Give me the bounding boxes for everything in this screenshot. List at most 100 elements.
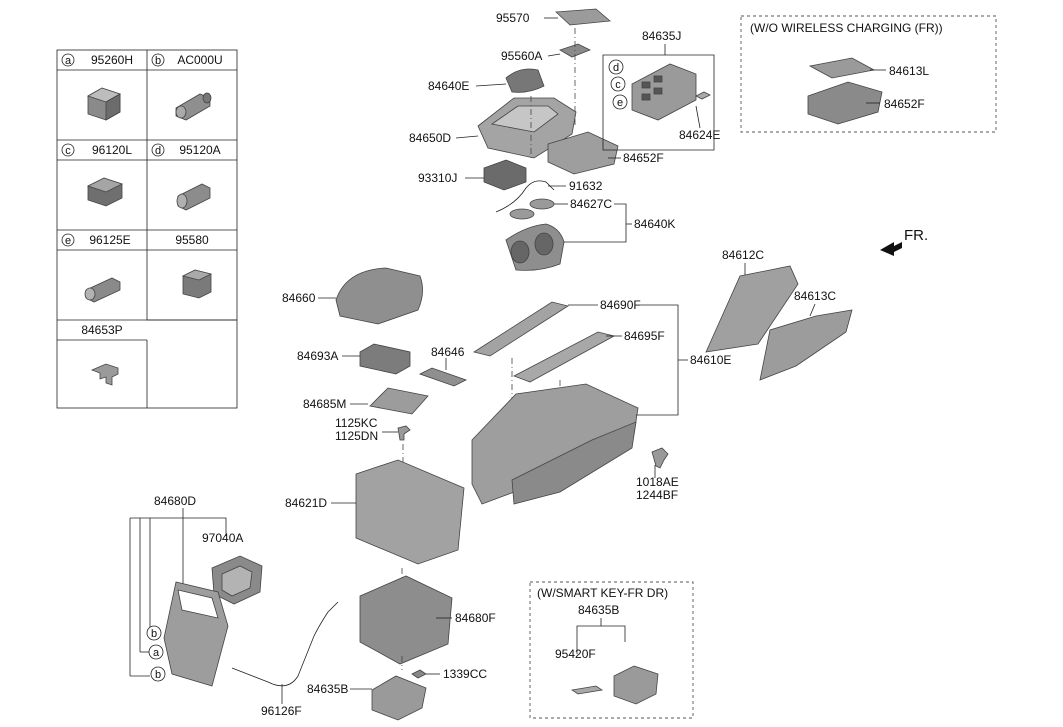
label-84612C: 84612C — [722, 248, 764, 262]
label-1018AE: 1018AE — [636, 475, 679, 489]
legend-letter-b: b — [155, 55, 161, 67]
part-84612C-shape — [705, 265, 799, 353]
part-84690F-shape — [473, 301, 569, 357]
panel-84635J-frame — [602, 54, 715, 151]
label-1244BF: 1244BF — [636, 488, 678, 502]
label-95420F: 95420F — [555, 647, 596, 661]
label-1339CC: 1339CC — [443, 667, 487, 681]
smartkey-box-title: (W/SMART KEY-FR DR) — [537, 586, 668, 600]
legend-letter-d: d — [155, 145, 161, 157]
label-84685M: 84685M — [303, 397, 346, 411]
legend-letter-c: c — [65, 145, 71, 157]
legend-marker-d — [151, 143, 165, 157]
wireless-box-frame — [740, 15, 997, 133]
legend-part-d-icon — [176, 183, 211, 211]
part-84627C-ring-right — [529, 198, 555, 210]
label-84650D: 84650D — [409, 131, 451, 145]
armrest-group: 84660 84693A 84646 84685M 1125KC 1125DN … — [282, 267, 496, 721]
label-84635B: 84635B — [307, 682, 348, 696]
top-assembly: 95570 95560A 84640E 84650D 84652F 93310J… — [409, 8, 675, 271]
label-84695F: 84695F — [624, 329, 665, 343]
label-84627C: 84627C — [570, 197, 612, 211]
wireless-charging-box: (W/O WIRELESS CHARGING (FR)) 84613L 8465… — [740, 15, 997, 133]
legend-table: a 95260H b AC000U c 96120L d 95120A — [56, 49, 238, 409]
part-1125KC-screw — [397, 425, 411, 441]
part-84646-shape — [418, 367, 468, 387]
label-84652F-alt: 84652F — [884, 97, 925, 111]
front-direction-indicator: FR. — [880, 227, 928, 256]
part-84685M-shape — [369, 387, 429, 415]
label-96126F: 96126F — [261, 704, 302, 718]
part-84652F-shape — [547, 131, 619, 175]
legend-letter-e: e — [65, 235, 71, 247]
legend-part-a-icon — [87, 87, 121, 121]
label-1125DN: 1125DN — [335, 429, 378, 443]
label-84613C: 84613C — [794, 289, 836, 303]
marker-a: a — [153, 647, 160, 659]
marker-e: e — [617, 97, 623, 109]
part-84627C-ring-left — [509, 208, 535, 220]
label-95560A: 95560A — [501, 49, 542, 63]
legend-code-a: 95260H — [91, 53, 133, 67]
label-1125KC: 1125KC — [335, 416, 378, 430]
part-84660-shape — [335, 267, 423, 325]
part-84695F-shape — [513, 331, 616, 383]
label-84624E: 84624E — [679, 128, 720, 142]
marker-b-bottom-circle — [150, 666, 166, 682]
legend-part-b-icon — [175, 92, 212, 121]
part-84635J-shape — [631, 63, 697, 121]
label-93310J: 93310J — [418, 171, 457, 185]
legend-marker-b — [151, 53, 165, 67]
marker-c-circle — [610, 76, 626, 92]
part-84640E-shape — [505, 68, 545, 93]
legend-letter-a: a — [65, 55, 72, 67]
label-84680F: 84680F — [455, 611, 496, 625]
part-84613C-shape — [759, 309, 853, 381]
part-1339CC-nut — [411, 669, 427, 679]
part-84621D-shape — [355, 459, 465, 565]
label-97040A: 97040A — [202, 531, 243, 545]
marker-d-circle — [608, 59, 624, 75]
legend-part-84653P-icon — [90, 363, 119, 386]
legend-marker-c — [61, 143, 75, 157]
legend-code-c: 96120L — [92, 143, 132, 157]
wireless-box-title: (W/O WIRELESS CHARGING (FR)) — [750, 21, 943, 35]
part-1018AE-bolt — [651, 447, 669, 469]
marker-a-circle — [148, 644, 164, 660]
marker-e-circle — [612, 94, 628, 110]
smart-key-box: (W/SMART KEY-FR DR) 84635B 95420F — [529, 581, 694, 719]
part-84635B-shape — [371, 675, 427, 721]
part-95420F-shape — [570, 685, 604, 695]
label-84640E: 84640E — [428, 79, 469, 93]
part-91632-wire — [495, 180, 555, 213]
label-84635B-alt: 84635B — [578, 603, 619, 617]
side-panels: 84612C 84613C — [705, 248, 853, 381]
part-84652F-alt-shape — [807, 81, 883, 125]
marker-b-top-circle — [146, 625, 162, 641]
legend-code-84653P: 84653P — [81, 323, 122, 337]
lower-left-panel: 84680D 97040A b a b 96126F — [129, 494, 339, 718]
front-label: FR. — [904, 227, 928, 244]
label-84635J: 84635J — [642, 29, 681, 43]
part-84635B-alt-shape — [613, 665, 659, 705]
legend-code-95580: 95580 — [175, 233, 209, 247]
part-96126F-harness — [231, 601, 339, 687]
part-93310J-shape — [483, 159, 527, 191]
label-84646: 84646 — [431, 345, 465, 359]
legend-part-e-icon — [84, 277, 121, 303]
part-84693A-shape — [359, 343, 411, 375]
legend-marker-a — [61, 53, 75, 67]
legend-code-e: 96125E — [89, 233, 130, 247]
label-84613L: 84613L — [889, 64, 929, 78]
marker-c: c — [615, 79, 621, 91]
label-84610E: 84610E — [690, 353, 731, 367]
marker-d: d — [613, 62, 619, 74]
part-95570-shape — [555, 8, 611, 26]
switch-panel-group: 84635J d c e 84624E — [602, 29, 720, 151]
part-84680F-shape — [359, 575, 453, 665]
marker-b-bottom: b — [155, 669, 161, 681]
main-console-group: 84690F 84695F 84610E 1018AE 1244BF — [471, 298, 731, 505]
label-84690F: 84690F — [600, 298, 641, 312]
label-84621D: 84621D — [285, 496, 327, 510]
